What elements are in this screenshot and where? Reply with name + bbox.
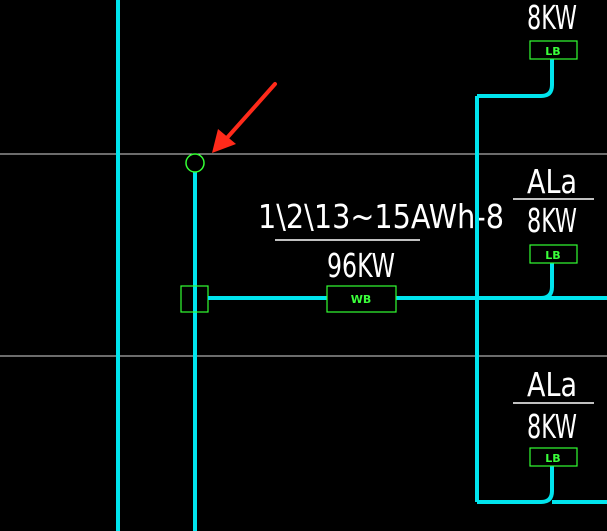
panel-3-name: ALa bbox=[527, 365, 577, 404]
panel-3-box[interactable] bbox=[529, 447, 578, 467]
panel-2-connector[interactable] bbox=[540, 263, 554, 300]
panel-1-power: 8KW bbox=[527, 0, 577, 37]
panel-2-name: ALa bbox=[527, 162, 577, 201]
panel-1-box[interactable] bbox=[529, 40, 578, 60]
wb-box[interactable] bbox=[326, 285, 397, 313]
panel-3-box-label: LB bbox=[545, 452, 560, 465]
panel-3-power: 8KW bbox=[527, 407, 577, 446]
panel-2-box[interactable] bbox=[529, 244, 578, 264]
panel-1-box-label: LB bbox=[545, 45, 560, 58]
feeder-main-label: 1\2\13~15AWh-8 bbox=[258, 197, 504, 236]
feeder-main-power: 96KW bbox=[327, 246, 395, 285]
wb-box-label: WB bbox=[351, 293, 372, 306]
panel-3-connector[interactable] bbox=[477, 466, 554, 504]
panel-2-power: 8KW bbox=[527, 201, 577, 240]
red-arrow-icon bbox=[212, 82, 277, 153]
panel-2-box-label: LB bbox=[545, 249, 560, 262]
panel-1-connector[interactable] bbox=[477, 58, 554, 98]
green-circle-node-icon[interactable] bbox=[185, 153, 205, 173]
